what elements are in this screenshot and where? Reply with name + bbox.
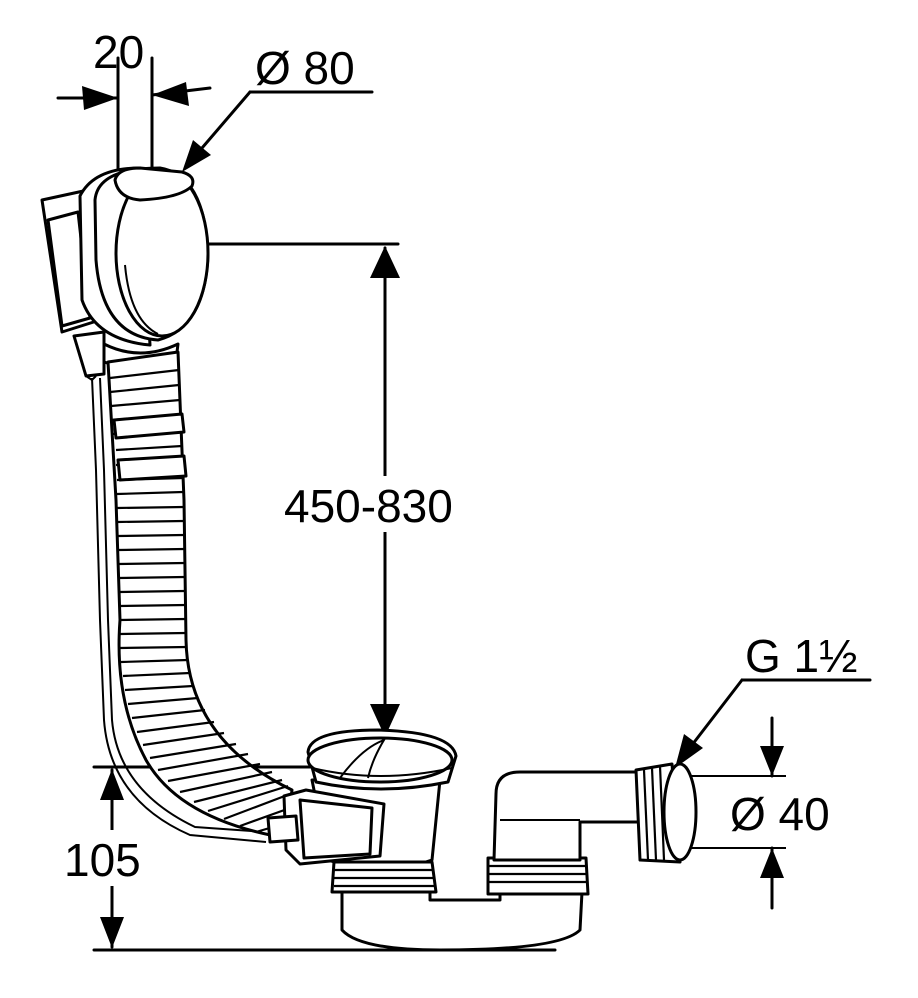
height-range-label: 450-830 (284, 480, 453, 532)
dimension-width-20: 20 (56, 26, 212, 172)
thread-label: G 1½ (745, 630, 858, 682)
overflow-diameter-label: Ø 80 (255, 42, 355, 94)
dimension-overflow-diameter: Ø 80 (182, 42, 374, 172)
dimension-outlet-diameter: Ø 40 (690, 716, 830, 910)
dimension-thread: G 1½ (675, 630, 872, 768)
outlet-diameter-label: Ø 40 (730, 788, 830, 840)
dimension-height-range: 450-830 (148, 242, 476, 737)
overflow-head (40, 166, 210, 382)
width-20-label: 20 (93, 26, 144, 78)
corrugated-hose (106, 350, 294, 840)
trap (340, 762, 698, 952)
waste-height-label: 105 (64, 834, 141, 886)
cable (91, 377, 267, 843)
waste-body (266, 728, 458, 894)
